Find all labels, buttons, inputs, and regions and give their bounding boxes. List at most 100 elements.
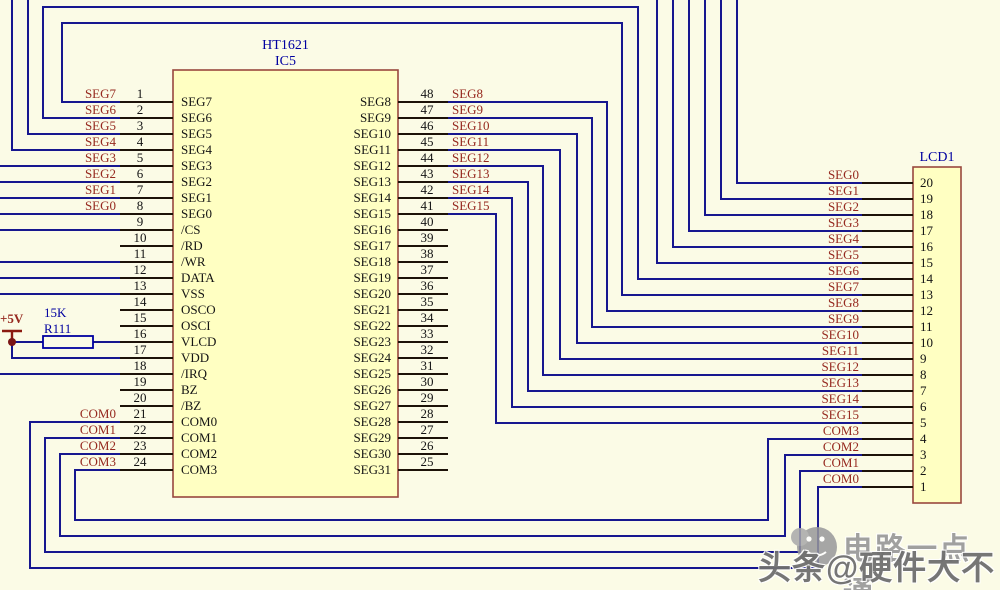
lcd-pin-number: 17 <box>920 223 933 238</box>
net-label[interactable]: COM0 <box>822 471 859 486</box>
net-label[interactable]: SEG1 <box>84 182 116 197</box>
net-label[interactable]: SEG0 <box>827 167 859 182</box>
wire-seg3-right[interactable] <box>688 0 868 232</box>
net-label[interactable]: SEG11 <box>452 134 490 149</box>
wire-seg9[interactable] <box>448 117 868 328</box>
net-label[interactable]: SEG15 <box>821 407 859 422</box>
lcd-body[interactable] <box>912 166 962 504</box>
wire-seg6[interactable] <box>42 6 868 280</box>
net-label[interactable]: SEG10 <box>452 118 490 133</box>
wire-seg4-right[interactable] <box>672 0 868 248</box>
ic-pin-number: 19 <box>133 374 147 389</box>
net-label[interactable]: SEG14 <box>821 391 859 406</box>
ic-part-label[interactable]: HT1621 <box>262 38 309 53</box>
net-label[interactable]: COM3 <box>79 454 116 469</box>
ic-pin-name: SEG5 <box>181 126 213 141</box>
wire-seg10[interactable] <box>448 133 868 344</box>
wire-seg5-right[interactable] <box>656 0 868 264</box>
net-label[interactable]: SEG8 <box>827 295 859 310</box>
net-label[interactable]: COM2 <box>79 438 116 453</box>
net-label[interactable]: SEG2 <box>827 199 859 214</box>
net-label[interactable]: COM1 <box>822 455 859 470</box>
net-label[interactable]: SEG0 <box>84 198 116 213</box>
net-label[interactable]: SEG11 <box>821 343 859 358</box>
resistor-designator[interactable]: R111 <box>44 321 72 336</box>
net-label[interactable]: SEG7 <box>84 86 116 101</box>
net-label[interactable]: SEG13 <box>452 166 490 181</box>
net-label[interactable]: SEG4 <box>84 134 116 149</box>
wire-seg1-right[interactable] <box>720 0 868 200</box>
ic-right-pin-stub <box>398 469 448 471</box>
wire-seg8[interactable] <box>448 101 868 312</box>
ic-right-pin-stub <box>398 101 448 103</box>
ic-pin-name: SEG9 <box>359 110 391 125</box>
lcd-pin-number: 10 <box>920 335 933 350</box>
ic-left-pin-stub <box>120 197 173 199</box>
wire-seg12[interactable] <box>448 165 868 376</box>
wire-seg2-right[interactable] <box>704 0 868 216</box>
net-label[interactable]: COM1 <box>79 422 116 437</box>
net-label[interactable]: SEG15 <box>452 198 490 213</box>
net-label[interactable]: SEG3 <box>84 150 116 165</box>
ic-pin-name: SEG20 <box>353 286 391 301</box>
ic-pin-name: OSCO <box>181 302 216 317</box>
resistor-value[interactable]: 15K <box>44 305 67 320</box>
ic-right-pin-stub <box>398 357 448 359</box>
net-label[interactable]: SEG9 <box>827 311 859 326</box>
lcd-pin-stub <box>862 358 913 360</box>
wire-com1[interactable] <box>44 437 868 553</box>
ic-body[interactable] <box>172 69 399 498</box>
net-label[interactable]: SEG14 <box>452 182 490 197</box>
wire-seg15[interactable] <box>448 213 868 424</box>
lcd-pin-stub <box>862 262 913 264</box>
wire-com0[interactable] <box>29 421 868 569</box>
net-label[interactable]: SEG1 <box>827 183 859 198</box>
net-label[interactable]: SEG5 <box>84 118 116 133</box>
net-label[interactable]: COM3 <box>822 423 859 438</box>
net-label[interactable]: SEG5 <box>827 247 859 262</box>
net-label[interactable]: SEG3 <box>827 215 859 230</box>
net-label[interactable]: SEG12 <box>452 150 490 165</box>
ic-pin-number: 42 <box>420 182 434 197</box>
net-label[interactable]: SEG8 <box>452 86 484 101</box>
wire-seg7[interactable] <box>61 22 868 296</box>
net-label[interactable]: SEG2 <box>84 166 116 181</box>
net-label[interactable]: COM2 <box>822 439 859 454</box>
watermark-line2: 头条@硬件大不同 <box>758 549 996 586</box>
wire-seg4-left[interactable] <box>11 0 120 151</box>
wire-seg14[interactable] <box>448 197 868 408</box>
net-label[interactable]: SEG12 <box>821 359 859 374</box>
ic-pin-name: COM1 <box>181 430 218 445</box>
net-label[interactable]: SEG9 <box>452 102 484 117</box>
wire-com2[interactable] <box>59 453 868 537</box>
power-label[interactable]: +5V <box>0 311 24 326</box>
ic-designator[interactable]: IC5 <box>275 54 296 69</box>
wire-seg0-right[interactable] <box>736 0 868 184</box>
net-label[interactable]: SEG7 <box>827 279 859 294</box>
wire-seg5-left[interactable] <box>27 0 120 135</box>
net-label[interactable]: SEG10 <box>821 327 859 342</box>
wire-seg11[interactable] <box>448 149 868 360</box>
ic-pin-name: SEG18 <box>353 254 391 269</box>
lcd-pin-stub <box>862 182 913 184</box>
net-label[interactable]: SEG6 <box>84 102 116 117</box>
net-label[interactable]: SEG4 <box>827 231 859 246</box>
ic-pin-name: BZ <box>181 382 198 397</box>
lcd-designator[interactable]: LCD1 <box>919 150 955 165</box>
net-label[interactable]: SEG13 <box>821 375 859 390</box>
wire-vdd[interactable] <box>11 342 120 359</box>
ic-left-pin-stub <box>120 453 173 455</box>
wire-com3[interactable] <box>74 438 868 521</box>
net-label[interactable]: COM0 <box>79 406 116 421</box>
ic-pin-number: 16 <box>133 326 147 341</box>
ic-right-pin-stub <box>398 213 448 215</box>
ic-pin-name: /BZ <box>181 398 202 413</box>
ic-pin-number: 29 <box>420 390 434 405</box>
wire-seg13[interactable] <box>448 181 868 392</box>
resistor-body[interactable] <box>42 335 94 349</box>
ic-pin-name: SEG23 <box>353 334 391 349</box>
net-label[interactable]: SEG6 <box>827 263 859 278</box>
ic-left-pin-stub <box>120 341 173 343</box>
lcd-pin-stub <box>862 390 913 392</box>
